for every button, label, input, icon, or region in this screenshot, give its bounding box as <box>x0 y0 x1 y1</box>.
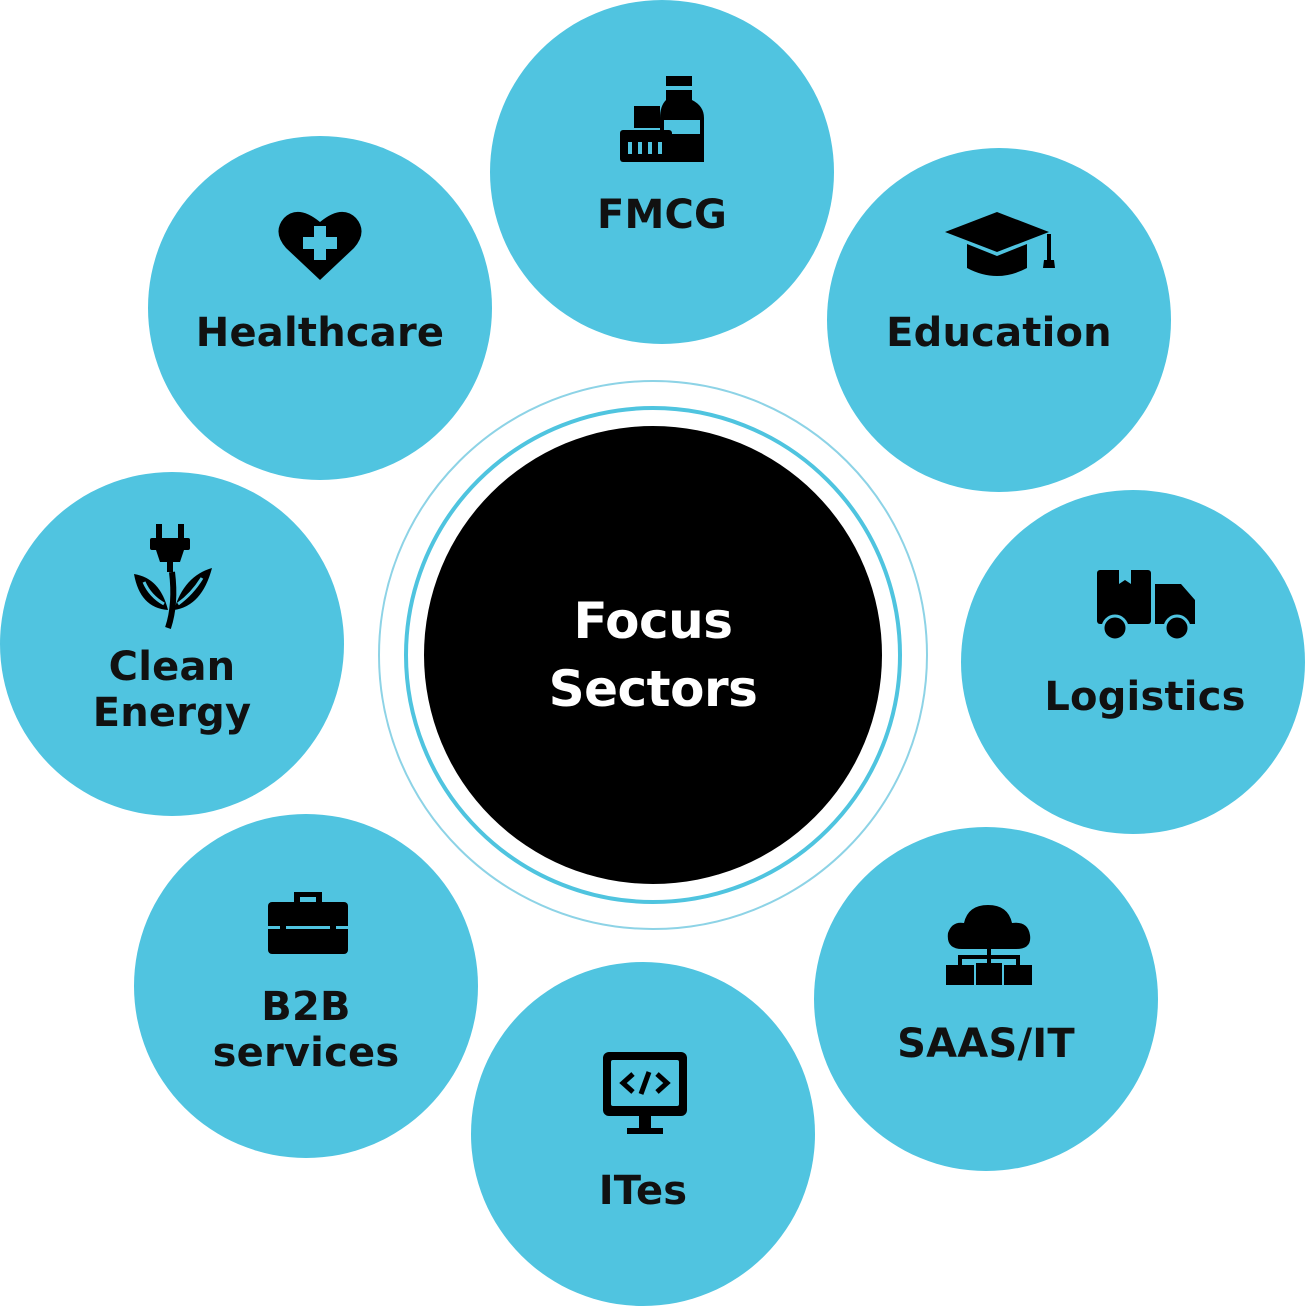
center-circle: Focus Sectors <box>424 426 882 884</box>
heart-cross-icon <box>278 211 362 280</box>
delivery-truck-icon <box>1097 570 1195 640</box>
sector-education: Education <box>827 148 1171 492</box>
code-monitor-icon <box>603 1052 687 1134</box>
inner-ring <box>404 406 902 904</box>
sector-saas-it: SAAS/IT <box>814 827 1158 1171</box>
cloud-network-icon <box>946 905 1032 985</box>
sector-healthcare: Healthcare <box>148 136 492 480</box>
outer-ring <box>378 380 928 930</box>
sector-label: ITes <box>598 1168 688 1214</box>
sector-label: SAAS/IT <box>897 1021 1075 1067</box>
sector-label: FMCG <box>596 192 728 238</box>
plug-plant-icon <box>134 524 212 629</box>
sector-label: Education <box>886 310 1112 356</box>
briefcase-icon <box>268 892 348 954</box>
sector-fmcg: FMCG <box>490 0 834 344</box>
sector-logistics: Logistics <box>961 490 1305 834</box>
center-title: Focus Sectors <box>548 592 758 718</box>
sector-label: Healthcare <box>195 310 445 356</box>
sector-label: Logistics <box>1044 674 1246 720</box>
graduation-cap-icon <box>945 212 1055 276</box>
sector-ites: ITes <box>471 962 815 1306</box>
bottle-jar-icon <box>620 76 704 162</box>
